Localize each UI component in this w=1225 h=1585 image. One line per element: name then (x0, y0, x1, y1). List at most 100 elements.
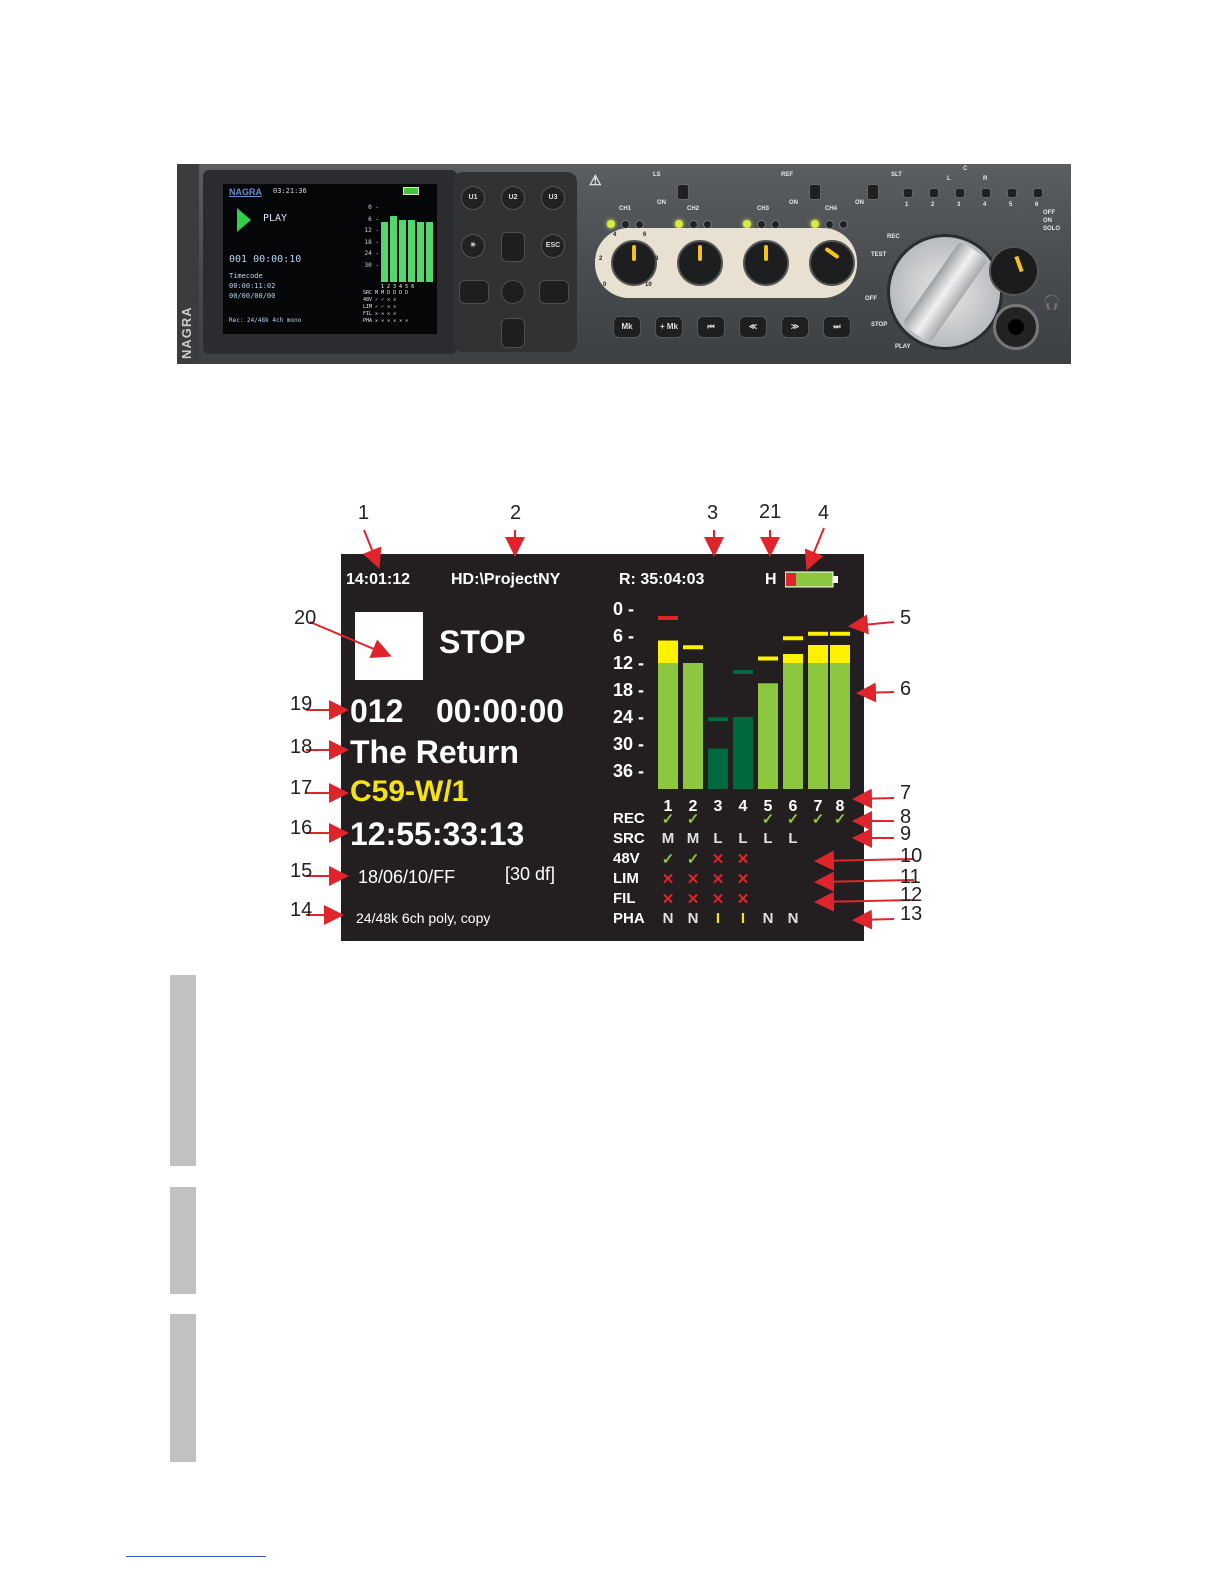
lcd-scale-tick: 12 - (364, 227, 379, 234)
mix-switch[interactable] (903, 188, 913, 198)
meter-peak-hold (683, 645, 703, 650)
play-icon (237, 208, 251, 232)
lcd-row-values: ✓ ✓ ✕ ✕ (375, 297, 397, 303)
u3-button[interactable]: U3 (541, 186, 565, 210)
mix-num: 5 (1009, 202, 1013, 208)
ref-toggle[interactable] (809, 184, 821, 200)
meter-peak-hold (808, 631, 828, 636)
src-status-cell: L (713, 830, 723, 847)
record-format: 24/48k 6ch poly, copy (356, 910, 491, 926)
mix-switch[interactable] (955, 188, 965, 198)
ch1-label: CH1 (619, 206, 632, 212)
u2-button[interactable]: U2 (501, 186, 525, 210)
ch2-led (675, 220, 683, 228)
l-label: L (947, 176, 951, 182)
meter-scale-tick: 18 - (613, 680, 645, 700)
mix-switch[interactable] (929, 188, 939, 198)
ch1-gain-knob[interactable] (611, 240, 657, 286)
callout-number: 2 (510, 502, 522, 524)
meter-scale-tick: 12 - (613, 653, 645, 673)
lim-status-cell: ✕ (736, 871, 750, 888)
solo-solo-label: SOLO (1043, 226, 1061, 232)
user-bits: 18/06/10/FF (358, 867, 456, 887)
lcd-row-label: SRC (363, 290, 373, 296)
u1-button[interactable]: U1 (461, 186, 485, 210)
battery-icon-svg (784, 571, 838, 588)
src-status-cell: M (661, 830, 675, 847)
channel-number: 7 (813, 798, 823, 815)
left-button[interactable] (459, 280, 489, 304)
right-button[interactable] (539, 280, 569, 304)
enter-button[interactable] (501, 280, 525, 304)
mix-switch[interactable] (1007, 188, 1017, 198)
up-button[interactable] (501, 232, 525, 262)
ch4-led-dark (839, 220, 848, 229)
down-button[interactable] (501, 318, 525, 348)
lcd-row-values: ✕ ✕ ✕ ✕ (375, 311, 397, 317)
remaining-time: R: 35:04:03 (619, 571, 705, 588)
brand-logo: NAGRA (179, 306, 194, 359)
ch4-gain-knob[interactable] (809, 240, 855, 286)
mix-switch[interactable] (981, 188, 991, 198)
src-status-cell: L (763, 830, 773, 847)
p48-status-cell: ✓ (686, 851, 700, 868)
lcd-ch-num: 6 (411, 284, 418, 290)
mix-switch[interactable] (1033, 188, 1043, 198)
lcd-scale-tick: 30 - (364, 261, 379, 269)
knob-scale-mid-l: 2 (599, 256, 603, 262)
lcd-scale: 0 - 6 - 12 - 18 - 24 - 30 - (363, 202, 379, 271)
lcd-scale-tick: 0 - (368, 204, 379, 211)
knob-pointer (698, 245, 702, 261)
channel-number: 6 (788, 798, 798, 815)
lcd-row-label: 48V (363, 297, 373, 303)
callout-number: 1 (358, 502, 370, 524)
lcd-ch-num: 1 (381, 284, 388, 290)
rewind-icon[interactable]: ≪ (739, 316, 767, 338)
callout-number: 17 (290, 777, 313, 799)
meter-bar (683, 663, 703, 789)
warning-icon: ⚠ (589, 172, 602, 188)
slt-label: SLT (891, 172, 902, 178)
pha-status-cell: N (662, 910, 674, 927)
channel-number: 5 (763, 798, 773, 815)
lcd-row-values: M M D D D D (375, 290, 409, 296)
ch2-label: CH2 (687, 206, 700, 212)
meter-bar (808, 663, 828, 789)
meter-peak-hold (830, 631, 850, 636)
slt-toggle[interactable] (867, 184, 879, 200)
ch2-gain-knob[interactable] (677, 240, 723, 286)
next-icon[interactable]: ⏭ (823, 316, 851, 338)
backlight-button[interactable]: ☀ (461, 234, 485, 258)
ls-toggle[interactable] (677, 184, 689, 200)
mark-button[interactable]: Mk (613, 316, 641, 338)
lcd-meter-bar (381, 222, 388, 282)
lcd-scale-tick: 6 - (368, 215, 379, 223)
mode-stop-label: STOP (871, 322, 888, 328)
lcd-meter-bar (426, 222, 433, 282)
meter-scale-tick: 24 - (613, 707, 645, 727)
meter-peak-hold (758, 656, 778, 661)
mode-dial[interactable] (887, 234, 1003, 350)
fast-forward-icon[interactable]: ≫ (781, 316, 809, 338)
esc-button[interactable]: ESC (541, 234, 565, 258)
lcd-ch-num: 4 (399, 284, 406, 290)
ch3-gain-knob[interactable] (743, 240, 789, 286)
pha-status-cell: I (715, 910, 721, 927)
timecode: 12:55:33:13 (350, 816, 525, 852)
margin-bar (170, 1187, 196, 1294)
callout-number: 7 (900, 782, 912, 804)
phantom-row-label: 48V (613, 850, 640, 867)
ch4-led (811, 220, 819, 228)
meter-bar (733, 717, 753, 789)
callout-number: 19 (290, 693, 313, 715)
src-status-cell: M (686, 830, 700, 847)
ch3-label: CH3 (757, 206, 770, 212)
previous-icon[interactable]: ⏮ (697, 316, 725, 338)
add-mark-button[interactable]: + Mk (655, 316, 683, 338)
channel-number: 8 (835, 798, 845, 815)
rec-status-cell: ✓ (661, 811, 675, 828)
headphone-volume-knob[interactable] (989, 246, 1039, 296)
lcd-row: SRC M M D D D D (363, 290, 437, 297)
knob-pointer (632, 245, 636, 261)
lcd-ch-num: 2 (387, 284, 394, 290)
